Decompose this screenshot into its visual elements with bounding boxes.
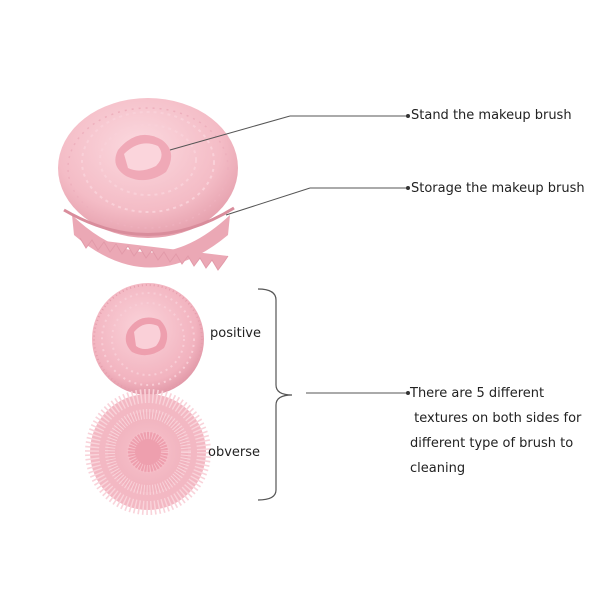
description-line: different type of brush to — [410, 436, 574, 451]
leader-lines — [169, 114, 410, 395]
label-positive: positive — [210, 326, 261, 341]
holder-ring-texture-1 — [81, 111, 215, 213]
grouping-bracket — [257, 288, 293, 501]
leader-storage — [225, 187, 311, 216]
leader-stand — [169, 115, 291, 151]
holder-seam — [63, 206, 235, 236]
description-line: There are 5 different — [410, 386, 545, 401]
label-obverse: obverse — [208, 445, 261, 460]
holder-ring-texture-3 — [67, 107, 229, 229]
obverse-side-disc — [85, 389, 211, 515]
brush-holder-assembled — [58, 98, 238, 271]
holder-bottom-teeth — [79, 237, 229, 271]
label-stand-brush: Stand the makeup brush — [411, 108, 572, 123]
label-storage-brush: Storage the makeup brush — [411, 181, 585, 196]
holder-ring-texture-2 — [99, 124, 197, 196]
positive-side-disc — [92, 283, 204, 395]
textures-description: There are 5 different textures on both s… — [410, 381, 595, 481]
description-line: cleaning — [410, 461, 466, 476]
description-line: textures on both sides for — [410, 411, 582, 426]
